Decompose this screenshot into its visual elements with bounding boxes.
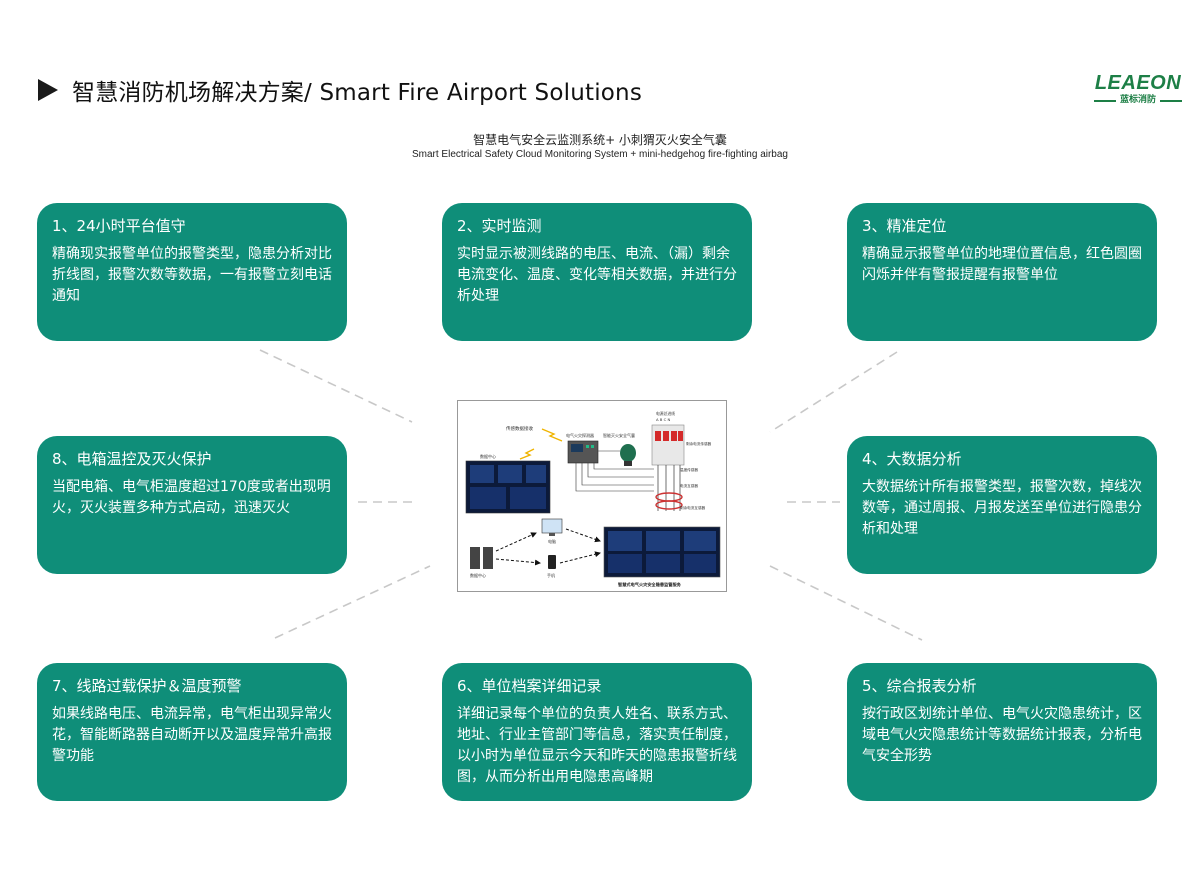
- card-body: 大数据统计所有报警类型，报警次数，掉线次数等，通过周报、月报发送至单位进行隐患分…: [862, 479, 1142, 537]
- logo-subtitle: 蓝标消防: [1119, 95, 1156, 105]
- feature-card-6: 6、单位档案详细记录 详细记录每个单位的负责人姓名、联系方式、地址、行业主管部门…: [442, 663, 752, 801]
- label-temp-sensor: 温度传感器: [680, 467, 698, 472]
- label-voltage-probe: 剩余电流互感器: [680, 505, 706, 510]
- label-abcn: A B C N: [656, 417, 670, 422]
- server-1: [470, 547, 480, 569]
- label-phone: 手机: [547, 572, 555, 578]
- label-data-center: 数据中心: [470, 572, 486, 578]
- label-current-sensor: 剩余电流传感器: [686, 441, 712, 446]
- wireless-bolt-2: [519, 448, 535, 460]
- card-title: 5、综合报表分析: [862, 677, 977, 695]
- page-title: 智慧消防机场解决方案/ Smart Fire Airport Solutions: [72, 80, 643, 106]
- label-transmitter: 传感数据接收: [506, 425, 533, 432]
- card-title: 7、线路过载保护＆温度预警: [52, 677, 242, 695]
- label-service: 智慧式电气火灾安全隐患监管服务: [618, 581, 682, 588]
- system-diagram-panel: 传感数据接收 电气火灾探测器 智能灭火安全气囊 电源总进线 A B C N 剩余…: [457, 400, 727, 592]
- label-cabinet: 电气火灾探测器: [566, 432, 594, 438]
- feature-card-3: 3、精准定位 精确显示报警单位的地理位置信息，红色圆圈闪烁并伴有警报提醒有报警单…: [847, 203, 1157, 341]
- label-airbag: 智能灭火安全气囊: [603, 432, 635, 438]
- play-triangle-icon: [38, 79, 58, 101]
- logo-right-rule: [1160, 99, 1182, 102]
- feature-card-8: 8、电箱温控及灭火保护 当配电箱、电气柜温度超过170度或者出现明火，灭火装置多…: [37, 436, 347, 574]
- card-title: 8、电箱温控及灭火保护: [52, 450, 212, 468]
- card-body: 当配电箱、电气柜温度超过170度或者出现明火，灭火装置多种方式启动，迅速灭火: [52, 479, 331, 516]
- feature-card-2: 2、实时监测 实时显示被测线路的电压、电流、（漏）剩余电流变化、温度、变化等相关…: [442, 203, 752, 341]
- feature-card-1: 1、24小时平台值守 精确现实报警单位的报警类型，隐患分析对比折线图，报警次数等…: [37, 203, 347, 341]
- card-body: 精确现实报警单位的报警类型，隐患分析对比折线图，报警次数等数据，一有报警立刻电话…: [52, 246, 332, 304]
- wireless-bolt-1: [541, 428, 563, 442]
- feature-card-5: 5、综合报表分析 按行政区划统计单位、电气火灾隐患统计，区域电气火灾隐患统计等数…: [847, 663, 1157, 801]
- card-body: 实时显示被测线路的电压、电流、（漏）剩余电流变化、温度、变化等相关数据，并进行分…: [457, 246, 737, 304]
- connector-3: [769, 351, 898, 433]
- connector-7: [274, 565, 431, 639]
- card-title: 4、大数据分析: [862, 450, 962, 468]
- card-title: 1、24小时平台值守: [52, 217, 186, 235]
- card-title: 2、实时监测: [457, 217, 542, 235]
- card-title: 3、精准定位: [862, 217, 947, 235]
- logo-wordmark: LEAEON: [1094, 72, 1182, 94]
- logo-subtitle-row: 蓝标消防: [1088, 95, 1188, 106]
- subtitle-chinese: 智慧电气安全云监测系统+ 小刺猬灭火安全气囊: [473, 133, 727, 147]
- page-header: 智慧消防机场解决方案/ Smart Fire Airport Solutions: [38, 72, 642, 108]
- card-title: 6、单位档案详细记录: [457, 677, 602, 695]
- card-body: 按行政区划统计单位、电气火灾隐患统计，区域电气火灾隐患统计等数据统计报表，分析电…: [862, 706, 1142, 764]
- label-current-probe: 电流互感器: [680, 483, 698, 488]
- brand-logo: LEAEON 蓝标消防: [1088, 72, 1188, 106]
- connector-5: [769, 565, 923, 641]
- server-2: [483, 547, 493, 569]
- current-coil-2: [655, 500, 683, 510]
- phone-device: [548, 555, 556, 569]
- airbag-icon: [620, 444, 636, 462]
- label-data-center-top: 数据中心: [480, 453, 496, 459]
- card-body: 如果线路电压、电流异常，电气柜出现异常火花，智能断路器自动断开以及温度异常升高报…: [52, 706, 332, 764]
- card-body: 详细记录每个单位的负责人姓名、联系方式、地址、行业主管部门等信息，落实责任制度，…: [457, 706, 737, 785]
- subtitle-english: Smart Electrical Safety Cloud Monitoring…: [411, 149, 788, 160]
- card-body: 精确显示报警单位的地理位置信息，红色圆圈闪烁并伴有警报提醒有报警单位: [862, 246, 1142, 283]
- connector-1: [259, 349, 413, 423]
- feature-card-7: 7、线路过载保护＆温度预警 如果线路电压、电流异常，电气柜出现异常火花，智能断路…: [37, 663, 347, 801]
- detector-screen: [571, 444, 583, 452]
- label-computer: 电脑: [548, 538, 556, 544]
- label-power: 电源总进线: [656, 411, 675, 416]
- system-diagram: 传感数据接收 电气火灾探测器 智能灭火安全气囊 电源总进线 A B C N 剩余…: [465, 411, 721, 588]
- computer-monitor: [541, 518, 563, 534]
- feature-card-4: 4、大数据分析 大数据统计所有报警类型，报警次数，掉线次数等，通过周报、月报发送…: [847, 436, 1157, 574]
- logo-left-rule: [1093, 99, 1116, 102]
- current-coil-1: [655, 492, 683, 502]
